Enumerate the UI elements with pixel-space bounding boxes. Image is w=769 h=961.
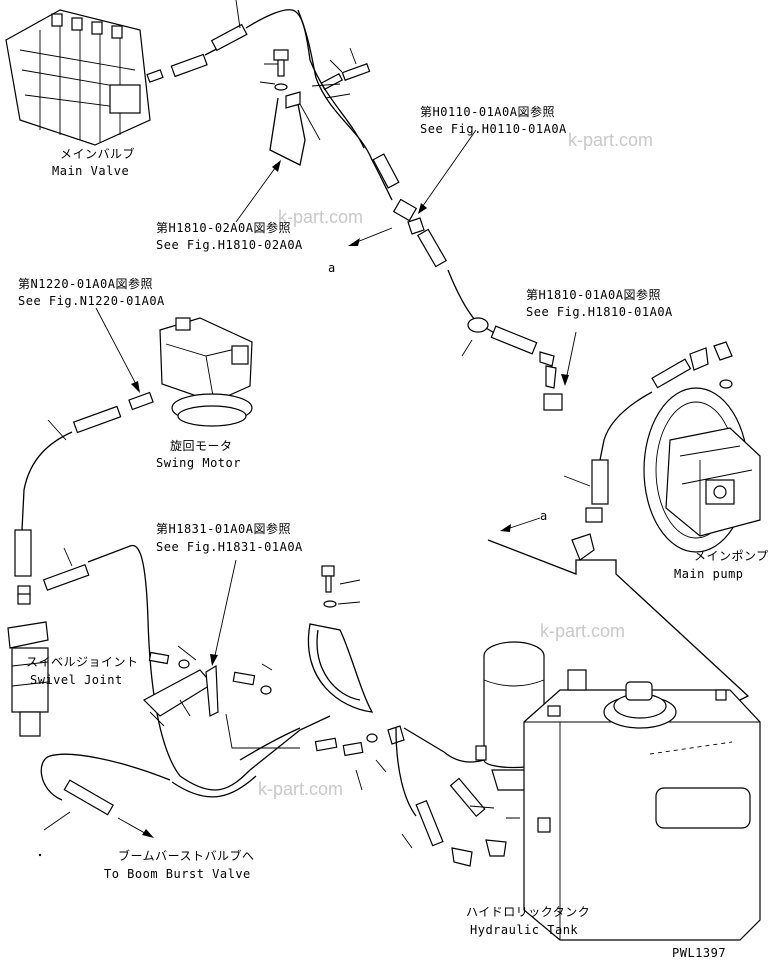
hoses-tank-return [395, 727, 520, 867]
ref-h1831-jp: 第H1831-01A0A図参照 [156, 521, 291, 536]
swivel-joint-label-en: Swivel Joint [30, 673, 123, 687]
hose-to-tee [309, 59, 476, 321]
watermark: k-part.com [540, 621, 625, 641]
ref-h1810-02-en: See Fig.H1810-02A0A [156, 238, 303, 252]
ref-h1831-en: See Fig.H1831-01A0A [156, 540, 303, 554]
main-pump-label-jp: メインポンプ [694, 549, 769, 563]
ref-h1810-01-en: See Fig.H1810-01A0A [526, 305, 673, 319]
ref-h1831-leader [213, 559, 237, 661]
hydraulic-tank [523, 669, 761, 941]
arrow-a-upper-label: a [328, 261, 336, 275]
hose-to-pump [461, 317, 563, 411]
swivel-joint [7, 593, 49, 737]
ref-h0110-jp: 第H0110-01A0A図参照 [420, 104, 555, 119]
ref-n1220-leader [95, 307, 139, 389]
tank-pump-outline [487, 539, 750, 701]
main-valve-label-jp: メインバルブ [60, 146, 135, 161]
hydraulic-tank-label-jp: ハイドロリックタンク [466, 905, 590, 919]
main-pump-label-en: Main pump [674, 567, 744, 581]
ref-h1810-02-leader [235, 163, 279, 223]
main-valve [5, 9, 151, 146]
watermark: k-part.com [278, 207, 363, 227]
ref-n1220-jp: 第N1220-01A0A図参照 [18, 276, 153, 291]
ref-h1810-01-jp: 第H1810-01A0A図参照 [526, 287, 661, 302]
watermark: k-part.com [258, 779, 343, 799]
watermark: k-part.com [568, 130, 653, 150]
hose-main-valve [146, 0, 317, 83]
swing-motor-label-jp: 旋回モータ [170, 439, 233, 453]
swivel-joint-label-jp: スイベルジョイント [26, 655, 139, 669]
arrow-a-lower-label: a [540, 509, 548, 523]
ref-h1810-02-jp: 第H1810-02A0A図参照 [156, 220, 291, 235]
boom-burst-label-en: To Boom Burst Valve [104, 867, 251, 881]
ref-n1220-en: See Fig.N1220-01A0A [18, 294, 165, 308]
hydraulic-tank-label-en: Hydraulic Tank [470, 923, 578, 937]
hose-swing-to-swivel [14, 391, 154, 597]
hose-to-boom-burst [38, 753, 171, 857]
hose-swivel-to-tank [42, 544, 331, 798]
ref-h0110-leader [419, 129, 477, 211]
ref-h1810-01-leader [565, 331, 577, 381]
drawing-code: PWL1397 [672, 946, 726, 960]
boom-burst-label-jp: ブームバーストバルブへ [118, 848, 255, 863]
swing-motor-label-en: Swing Motor [156, 456, 241, 470]
ref-h0110-en: See Fig.H0110-01A0A [420, 122, 567, 136]
bolt-cluster [143, 565, 405, 791]
hose-pump-suction [563, 341, 733, 561]
bracket-assembly [259, 47, 371, 166]
main-pump [643, 387, 761, 553]
swing-motor [159, 317, 253, 427]
main-valve-label-en: Main Valve [52, 164, 129, 178]
